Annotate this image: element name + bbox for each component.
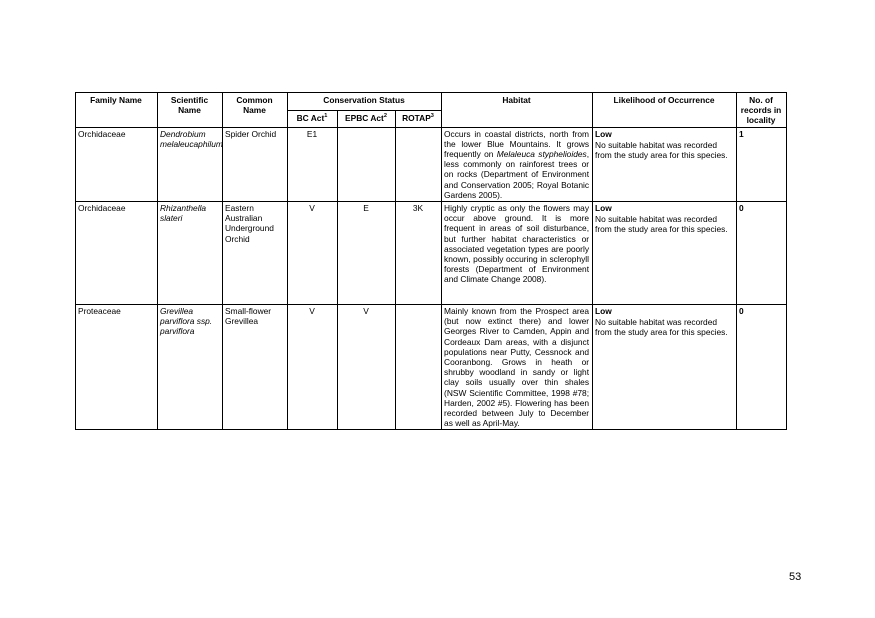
table-row: Orchidaceae Dendrobium melaleucaphilum S… xyxy=(75,126,788,203)
family-cell: Orchidaceae xyxy=(75,201,158,306)
table-row: Orchidaceae Rhizanthella slateri Eastern… xyxy=(75,201,788,306)
header-likelihood: Likelihood of Occurrence xyxy=(592,92,738,128)
rotap-cell xyxy=(394,304,443,431)
header-habitat: Habitat xyxy=(441,92,594,128)
header-rotap: ROTAP3 xyxy=(394,109,443,128)
habitat-cell: Highly cryptic as only the flowers may o… xyxy=(441,201,594,306)
header-scientific-name: Scientific Name xyxy=(157,92,223,128)
family-cell: Proteaceae xyxy=(75,304,158,431)
page-number: 53 xyxy=(789,571,802,583)
rotap-cell xyxy=(394,126,443,203)
rotap-cell: 3K xyxy=(394,201,443,306)
habitat-text: Occurs in coastal districts, north from … xyxy=(444,128,590,160)
header-common-name: Common Name xyxy=(222,92,288,128)
epbc-act-cell: E xyxy=(337,201,396,306)
header-epbc-act: EPBC Act2 xyxy=(337,109,396,128)
species-table: Family Name Scientific Name Common Name … xyxy=(75,92,788,431)
epbc-act-cell: V xyxy=(337,304,396,431)
likelihood-detail: No suitable habitat was recorded from th… xyxy=(595,139,728,161)
records-cell: 1 xyxy=(736,126,788,203)
bc-act-cell: V xyxy=(287,201,338,306)
header-records: No. of records in locality xyxy=(736,92,788,128)
records-cell: 0 xyxy=(736,304,788,431)
habitat-text: Mainly known from the Prospect area (but… xyxy=(444,306,590,429)
habitat-text-end: , less commonly on rainforest trees or o… xyxy=(444,149,590,200)
common-name-cell: Eastern Australian Underground Orchid xyxy=(222,201,288,306)
records-cell: 0 xyxy=(736,201,788,306)
common-name-cell: Spider Orchid xyxy=(222,126,288,203)
header-bc-act: BC Act1 xyxy=(287,109,338,128)
rotap-footnote: 3 xyxy=(430,112,434,119)
header-family-name: Family Name xyxy=(75,92,158,128)
habitat-species-text: Melaleuca styphelioides xyxy=(496,149,587,160)
common-name-cell: Small-flower Grevillea xyxy=(222,304,288,431)
epbc-act-label: EPBC Act xyxy=(345,112,384,123)
likelihood-rating: Low xyxy=(595,128,612,139)
likelihood-detail: No suitable habitat was recorded from th… xyxy=(595,317,728,338)
scientific-name-cell: Grevillea parviflora ssp. parviflora xyxy=(157,304,223,431)
habitat-cell: Mainly known from the Prospect area (but… xyxy=(441,304,594,431)
bc-act-footnote: 1 xyxy=(324,112,328,119)
bc-act-cell: V xyxy=(287,304,338,431)
bc-act-label: BC Act xyxy=(296,112,325,123)
bc-act-cell: E1 xyxy=(287,126,338,203)
rotap-label: ROTAP xyxy=(402,112,431,123)
habitat-text: Highly cryptic as only the flowers may o… xyxy=(444,203,590,285)
habitat-cell: Occurs in coastal districts, north from … xyxy=(441,126,594,203)
likelihood-detail: No suitable habitat was recorded from th… xyxy=(595,214,728,235)
likelihood-rating: Low xyxy=(595,203,612,214)
family-cell: Orchidaceae xyxy=(75,126,158,203)
header-conservation-status: Conservation Status xyxy=(286,92,443,111)
scientific-name-cell: Rhizanthella slateri xyxy=(157,201,223,306)
table-row: Proteaceae Grevillea parviflora ssp. par… xyxy=(75,304,788,431)
scientific-name-cell: Dendrobium melaleucaphilum xyxy=(157,126,223,203)
likelihood-rating: Low xyxy=(595,306,612,317)
epbc-act-cell xyxy=(337,126,396,203)
epbc-act-footnote: 2 xyxy=(383,112,387,119)
